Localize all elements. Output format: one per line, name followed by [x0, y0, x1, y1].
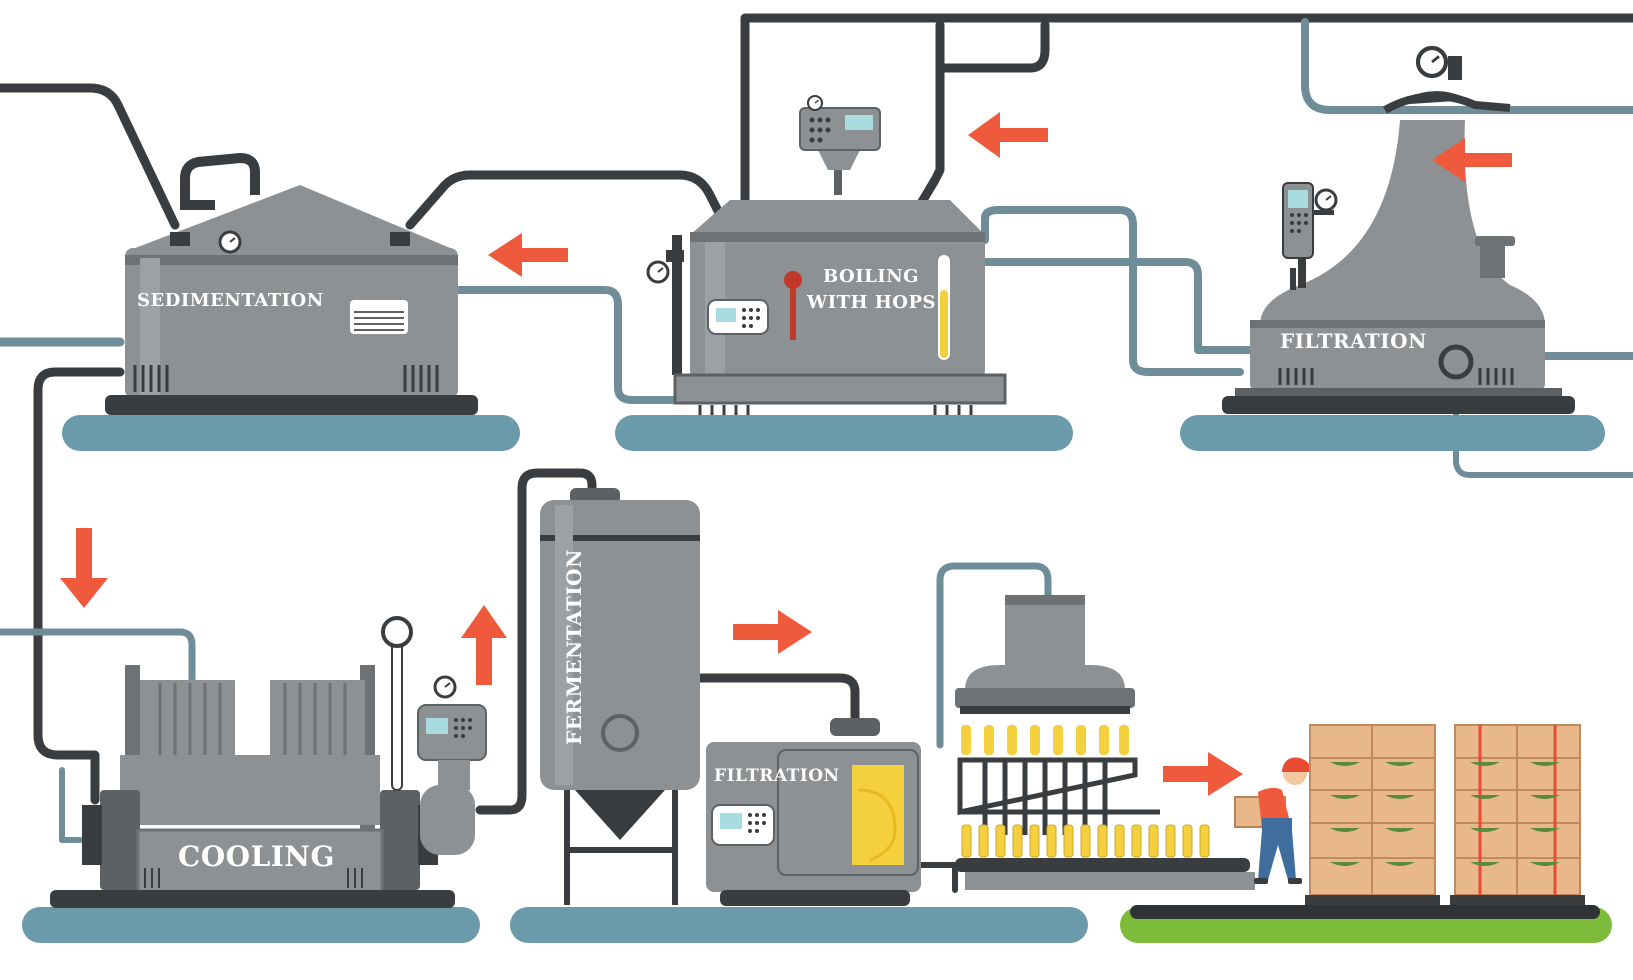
packaging-floor — [1130, 905, 1600, 919]
platform-fermentation — [510, 907, 1088, 943]
filtration-bottom-label: FILTRATION — [714, 766, 840, 786]
platform-boiling — [615, 415, 1073, 451]
bottle-row-upper — [961, 725, 1129, 755]
sedimentation-label: SEDIMENTATION — [137, 290, 324, 311]
bottling-machine — [955, 595, 1255, 890]
arrow-icon — [1432, 138, 1512, 182]
pressure-gauge-icon — [806, 94, 824, 112]
arrow-icon — [733, 610, 812, 654]
boiling-kettle: BOILING WITH HOPS — [646, 94, 1007, 415]
flow-arrows — [60, 112, 1512, 796]
pressure-gauge-icon — [1314, 188, 1338, 212]
arrow-icon — [461, 605, 507, 685]
platform-sedimentation — [62, 415, 520, 451]
pressure-gauge-icon — [1418, 48, 1446, 76]
cooling-unit: COOLING — [50, 616, 487, 908]
fermentation-tank: FERMENTATION — [540, 488, 700, 905]
pressure-gauge-icon — [646, 260, 670, 284]
arrow-icon — [968, 112, 1048, 158]
filtration-unit-bottom: FILTRATION — [706, 718, 921, 906]
pressure-gauge-icon — [218, 230, 242, 254]
boiling-label-line1: BOILING — [823, 266, 919, 287]
filtration-top-label: FILTRATION — [1280, 329, 1427, 353]
sedimentation-tank: SEDIMENTATION — [105, 152, 478, 415]
cooling-label: COOLING — [178, 840, 335, 873]
worker-figure — [1234, 757, 1311, 884]
filtration-vessel-top: FILTRATION — [1222, 48, 1575, 414]
platform-filtration-top — [1180, 415, 1605, 451]
arrow-icon — [60, 528, 108, 608]
pressure-gauge-icon — [433, 675, 457, 699]
platforms — [22, 415, 1612, 943]
arrow-icon — [1163, 752, 1243, 796]
crate-stack-right — [1450, 724, 1585, 905]
fermentation-label: FERMENTATION — [562, 549, 586, 745]
crate-stack-left — [1305, 724, 1440, 905]
boiling-label-line2: WITH HOPS — [806, 292, 936, 313]
platform-cooling — [22, 907, 480, 943]
bottle-row-conveyor — [961, 824, 1210, 858]
arrow-icon — [488, 233, 568, 277]
